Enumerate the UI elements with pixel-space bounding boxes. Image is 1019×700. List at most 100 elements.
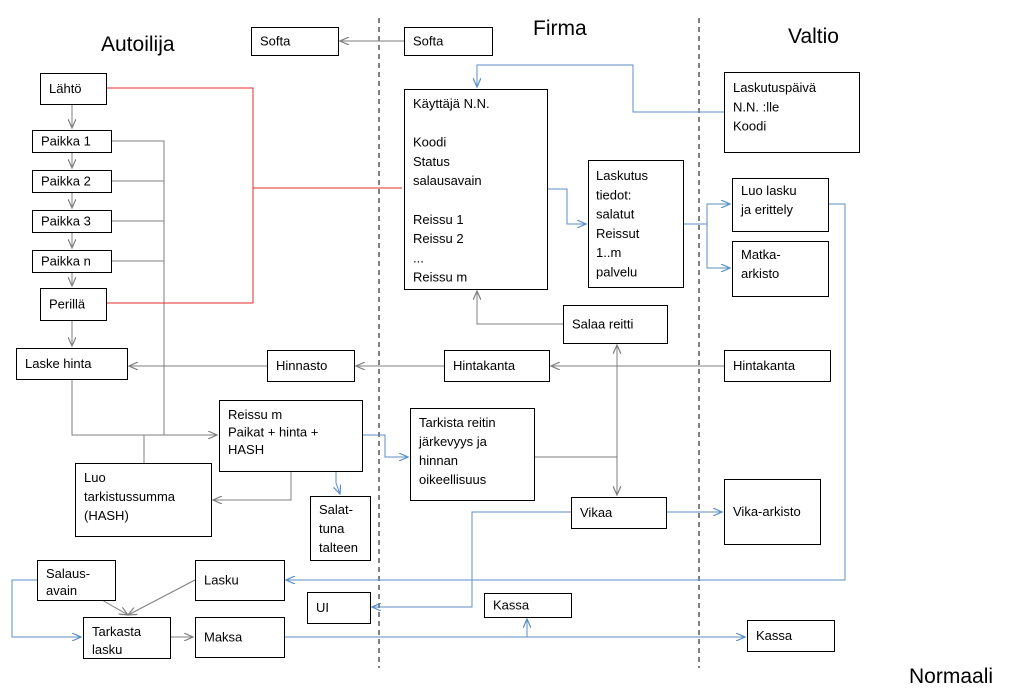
node-lahto: Lähtö <box>40 73 107 105</box>
node-kayttaja-line: Status <box>413 154 450 169</box>
node-vikaarkisto: Vika-arkisto <box>724 479 821 545</box>
node-laskehinta-line: Laske hinta <box>25 356 92 371</box>
node-paikka3: Paikka 3 <box>32 210 112 233</box>
node-softa1: Softa <box>251 27 339 56</box>
node-paikkan-line: Paikka n <box>41 254 91 269</box>
node-salaareitti-box <box>563 305 668 344</box>
edge-tarkista-vikaa <box>534 456 617 495</box>
node-perilla-line: Perillä <box>49 297 86 312</box>
node-kassa1: Kassa <box>484 593 572 618</box>
node-luolasku-box <box>732 178 829 232</box>
node-ui: UI <box>307 592 371 624</box>
node-softa2-box <box>404 27 493 56</box>
node-reissum-line: HASH <box>228 442 264 457</box>
edge-laskehinta-reissum <box>71 379 217 435</box>
node-tarkastalasku-line: lasku <box>92 642 122 657</box>
node-vikaarkisto-box <box>724 479 821 545</box>
edge-collector <box>111 140 165 435</box>
node-hinnasto: Hinnasto <box>267 350 355 382</box>
node-paikka1: Paikka 1 <box>32 130 112 153</box>
node-vikaa-box <box>571 497 667 529</box>
node-laskutustiedot-line: Laskutus <box>596 168 649 183</box>
node-paikka3-line: Paikka 3 <box>41 214 91 229</box>
node-paikkan-box <box>32 250 112 273</box>
node-matkaarkisto-line: Matka- <box>741 247 781 262</box>
node-paikka2: Paikka 2 <box>32 170 112 193</box>
node-paikka3-box <box>32 210 112 233</box>
node-laskutustiedot-line: palvelu <box>596 265 637 280</box>
node-paikka2-line: Paikka 2 <box>41 174 91 189</box>
column-title-firma: Firma <box>533 17 587 40</box>
node-tarkista-box <box>410 408 535 501</box>
node-laskutustiedot-line: Reissut <box>596 226 640 241</box>
edge-lahto-kayttaja <box>106 87 402 189</box>
edge-salausavain-tarkasta <box>101 599 128 615</box>
node-kayttaja-line: Käyttäjä N.N. <box>413 96 490 111</box>
node-kayttaja-box <box>404 89 548 290</box>
node-matkaarkisto-line: arkisto <box>741 266 779 281</box>
node-salausavain: Salaus-avain <box>37 560 116 601</box>
node-salaareitti: Salaa reitti <box>563 305 668 344</box>
node-kayttaja-line: Reissu m <box>413 270 467 285</box>
node-hintakanta2: Hintakanta <box>724 350 831 382</box>
node-hintakanta2-box <box>724 350 831 382</box>
node-kassa1-line: Kassa <box>493 598 530 613</box>
node-maksa: Maksa <box>195 617 285 658</box>
node-laskehinta: Laske hinta <box>16 348 128 380</box>
edge-reissum-salattuna <box>336 471 340 494</box>
edge-laskutuspaiva-kayttaja <box>477 64 724 113</box>
node-tarkastalasku-line: Tarkasta <box>92 624 142 639</box>
node-laskutuspaiva-line: N.N. :lle <box>733 99 779 114</box>
node-hintakanta1: Hintakanta <box>444 350 550 382</box>
node-salausavain-line: Salaus- <box>46 566 90 581</box>
node-hinnasto-line: Hinnasto <box>276 358 327 373</box>
edge-vikaa-ui <box>372 511 571 607</box>
node-kayttaja-line: Koodi <box>413 135 446 150</box>
node-maksa-box <box>195 617 285 658</box>
node-laskutuspaiva-line: Laskutuspäivä <box>733 80 817 95</box>
node-salausavain-box <box>37 560 116 601</box>
node-ui-box <box>307 592 371 624</box>
node-vikaa: Vikaa <box>571 497 667 529</box>
node-hintakanta1-box <box>444 350 550 382</box>
node-matkaarkisto: Matka-arkisto <box>732 241 829 297</box>
node-lasku: Lasku <box>195 560 285 601</box>
edge-salaareitti-kayttaja <box>477 291 563 325</box>
edge-laskutustiedot-matkaarkisto <box>706 224 730 268</box>
node-tarkista-line: järkevyys ja <box>418 434 488 449</box>
node-luolasku-line: Luo lasku <box>741 183 797 198</box>
node-softa2-line: Softa <box>413 34 444 49</box>
node-laskutuspaiva-box <box>724 72 860 153</box>
node-softa2: Softa <box>404 27 493 56</box>
node-paikka1-line: Paikka 1 <box>41 134 91 149</box>
corner-label-normaali: Normaali <box>909 665 993 688</box>
edge-salausavain-loop <box>11 579 81 637</box>
node-kassa1-box <box>484 593 572 618</box>
node-salattuna-line: talteen <box>319 540 358 555</box>
node-softa1-line: Softa <box>260 34 291 49</box>
node-luotarkistus-line: Luo <box>84 470 106 485</box>
column-title-autoilija: Autoilija <box>101 33 175 56</box>
node-laskehinta-box <box>16 348 128 380</box>
node-paikkan: Paikka n <box>32 250 112 273</box>
node-laskutustiedot-line: salatut <box>596 207 635 222</box>
node-tarkista-line: Tarkista reitin <box>419 415 496 430</box>
node-kayttaja: Käyttäjä N.N.KoodiStatussalausavainReiss… <box>404 89 548 290</box>
node-vikaarkisto-line: Vika-arkisto <box>733 504 801 519</box>
connectors <box>11 41 846 637</box>
node-reissum-line: Reissu m <box>228 407 282 422</box>
node-hintakanta2-line: Hintakanta <box>733 358 796 373</box>
node-kassa2-line: Kassa <box>756 628 793 643</box>
node-softa1-box <box>251 27 339 56</box>
node-kayttaja-line: ... <box>413 250 424 265</box>
node-paikka1-box <box>32 130 112 153</box>
node-salattuna-line: Salat- <box>319 502 353 517</box>
node-luotarkistus-line: (HASH) <box>84 508 129 523</box>
